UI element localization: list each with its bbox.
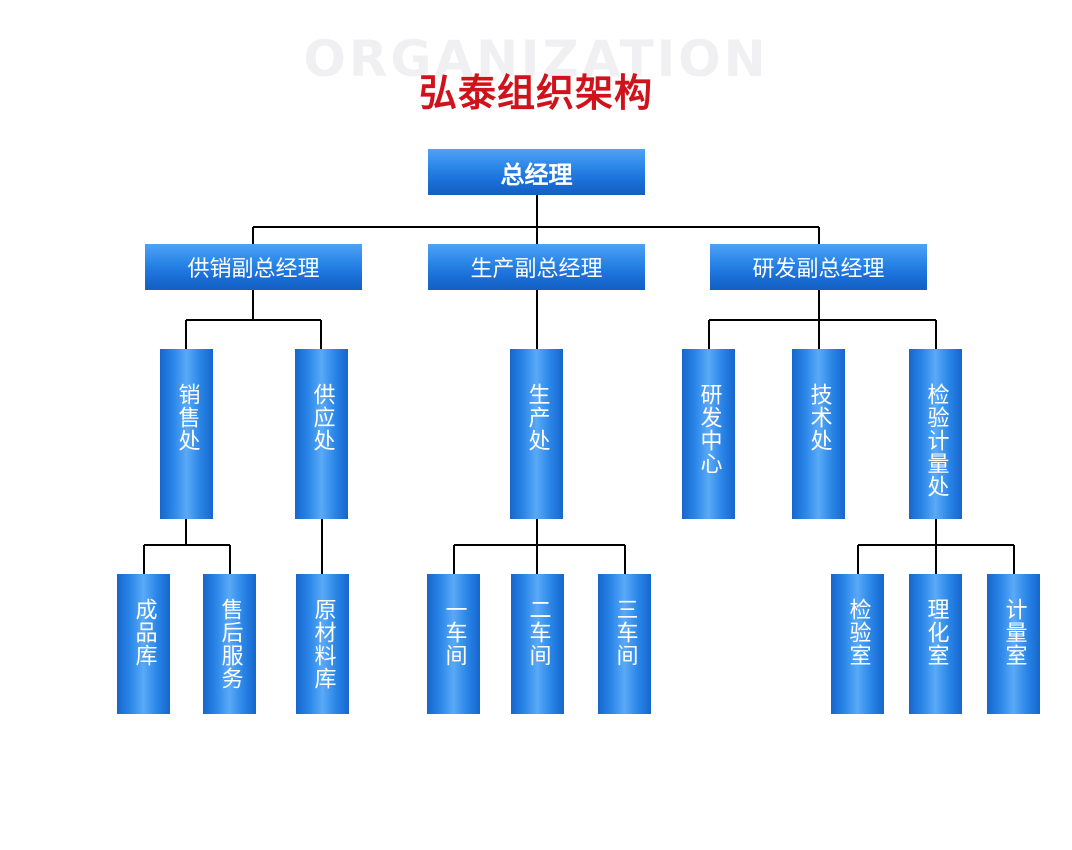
node-dept-sales: 销售处 xyxy=(160,349,213,519)
node-label: 供销副总经理 xyxy=(187,257,320,282)
node-general-manager: 总经理 xyxy=(428,149,645,195)
node-unit-workshop-3: 三车间 xyxy=(598,574,651,714)
node-dept-production: 生产处 xyxy=(510,349,563,519)
node-label: 检验室 xyxy=(845,598,871,667)
node-label: 研发中心 xyxy=(696,383,722,475)
node-dept-technology: 技术处 xyxy=(792,349,845,519)
node-label: 技术处 xyxy=(806,383,832,452)
node-vp-rnd: 研发副总经理 xyxy=(710,244,927,290)
node-dept-supply: 供应处 xyxy=(295,349,348,519)
node-unit-inspection-room: 检验室 xyxy=(831,574,884,714)
node-vp-supply-sales: 供销副总经理 xyxy=(145,244,362,290)
node-unit-metrology-room: 计量室 xyxy=(987,574,1040,714)
node-unit-after-sales: 售后服务 xyxy=(203,574,256,714)
node-label: 成品库 xyxy=(131,598,157,667)
node-unit-workshop-1: 一车间 xyxy=(427,574,480,714)
node-label: 一车间 xyxy=(441,598,467,667)
node-label: 生产副总经理 xyxy=(470,257,603,282)
node-label: 售后服务 xyxy=(217,598,243,690)
node-label: 研发副总经理 xyxy=(752,257,885,282)
node-label: 销售处 xyxy=(174,383,200,452)
node-label: 总经理 xyxy=(500,160,573,189)
node-label: 生产处 xyxy=(524,383,550,452)
node-unit-workshop-2: 二车间 xyxy=(511,574,564,714)
node-label: 供应处 xyxy=(309,383,335,452)
node-label: 三车间 xyxy=(612,598,638,667)
node-unit-finished-goods: 成品库 xyxy=(117,574,170,714)
node-dept-rnd-center: 研发中心 xyxy=(682,349,735,519)
node-dept-inspection-metrology: 检验计量处 xyxy=(909,349,962,519)
node-label: 原材料库 xyxy=(310,598,336,690)
node-label: 二车间 xyxy=(525,598,551,667)
node-unit-physchem-room: 理化室 xyxy=(909,574,962,714)
node-label: 计量室 xyxy=(1001,598,1027,667)
node-label: 检验计量处 xyxy=(923,383,949,498)
node-label: 理化室 xyxy=(923,598,949,667)
node-unit-raw-materials: 原材料库 xyxy=(296,574,349,714)
watermark-text: ORGANIZATION xyxy=(303,30,769,88)
chart-title: 弘泰组织架构 xyxy=(418,71,653,115)
node-vp-production: 生产副总经理 xyxy=(428,244,645,290)
